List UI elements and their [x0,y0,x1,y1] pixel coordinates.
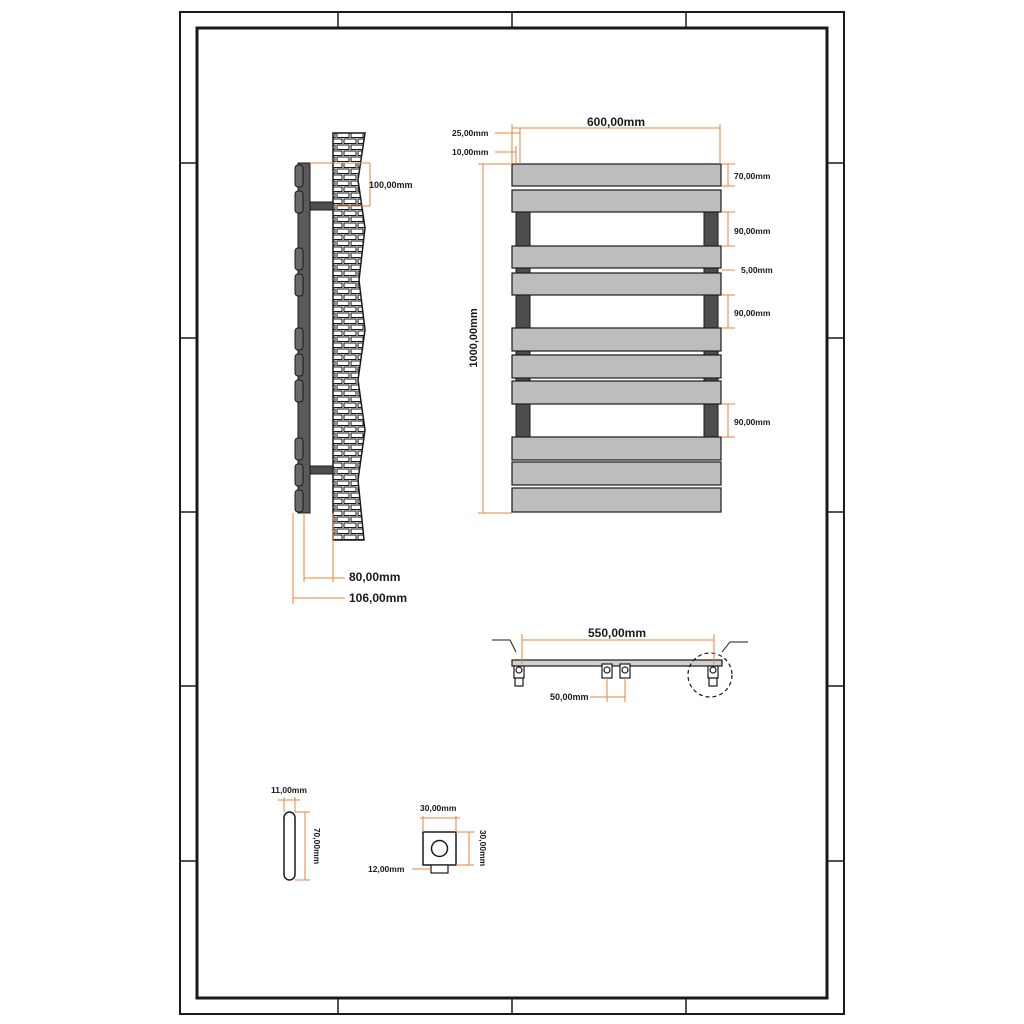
dim-collector-nipple: 12,00mm [368,864,405,874]
side-bar-profiles [294,164,304,513]
bar-section: 11,00mm 70,00mm [271,785,322,881]
dim-collector-height: 30,00mm [478,830,488,867]
top-valves [513,663,719,687]
dim-gap-2: 90,00mm [734,308,771,318]
dim-bar-thickness: 11,00mm [271,785,307,795]
detail-circle-icon [687,652,733,698]
dim-depth-inner: 80,00mm [349,570,400,584]
bar-profile [283,811,296,881]
dim-gap-3: 90,00mm [734,417,771,427]
dim-connection-width: 550,00mm [588,626,646,640]
dim-offset-top: 25,00mm [452,128,489,138]
dim-offset-small: 10,00mm [452,147,489,157]
top-view: 550,00mm 50,00mm [492,626,748,702]
dim-pipe-spacing: 50,00mm [550,692,589,702]
dim-wall-bracket: 100,00mm [369,180,413,190]
dim-height: 1000,00mm [468,308,480,368]
dim-bar-profile-height: 70,00mm [312,828,322,865]
collector-section: 30,00mm 30,00mm 12,00mm [368,803,488,874]
dim-gap-1: 90,00mm [734,226,771,236]
collector-nipple [430,864,449,874]
side-view: 100,00mm 80,00mm 106,00mm [292,132,413,605]
top-bar [511,659,723,667]
dim-bar-height: 70,00mm [734,171,771,181]
dim-width: 600,00mm [587,115,645,129]
collector-bore [430,839,449,858]
dim-collector-width: 30,00mm [420,803,457,813]
dim-bar-gap: 5,00mm [741,265,773,275]
dim-depth-outer: 106,00mm [349,591,407,605]
heating-bars [511,163,722,513]
front-view: 600,00mm 25,00mm 10,00mm 1000,00mm 70,00… [452,115,773,514]
brick-wall-icon [332,132,366,541]
